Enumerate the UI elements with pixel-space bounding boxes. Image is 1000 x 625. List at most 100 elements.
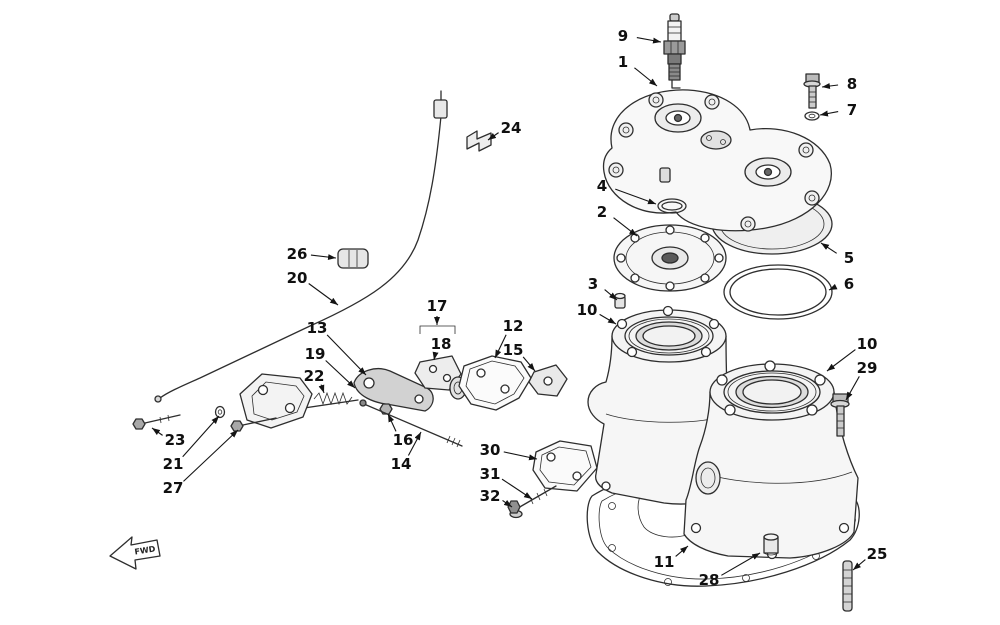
leader-line-12 xyxy=(494,334,507,359)
leader-line-26 xyxy=(310,254,337,261)
exhaust-gasket xyxy=(532,440,598,492)
linkage-bracket xyxy=(239,373,313,429)
leader-line-1 xyxy=(634,67,658,87)
part-label-31: 31 xyxy=(480,465,501,483)
leader-line-3 xyxy=(604,289,618,301)
part-label-3: 3 xyxy=(588,275,598,293)
leader-line-21 xyxy=(182,415,220,458)
stud-nut xyxy=(507,500,521,514)
leader-line-18 xyxy=(432,351,439,361)
leader-line-24 xyxy=(487,132,499,141)
head-o-ring-small xyxy=(657,198,687,214)
right-cylinder xyxy=(683,360,859,560)
leader-line-29 xyxy=(845,376,860,401)
group-bracket-17 xyxy=(419,325,456,334)
part-label-6: 6 xyxy=(844,275,854,293)
part-label-22: 22 xyxy=(304,367,325,385)
part-label-25: 25 xyxy=(867,545,888,563)
part-label-12: 12 xyxy=(503,317,524,335)
part-label-8: 8 xyxy=(847,75,857,93)
part-label-27: 27 xyxy=(163,479,184,497)
head-bolt xyxy=(803,73,821,109)
part-label-10: 10 xyxy=(577,301,598,319)
leader-line-7 xyxy=(819,110,839,117)
leader-line-27 xyxy=(183,429,239,482)
actuator-lever xyxy=(353,368,434,412)
exhaust-port xyxy=(695,461,721,495)
part-label-10: 10 xyxy=(857,335,878,353)
cylinder-head xyxy=(602,89,832,232)
leader-line-32 xyxy=(502,499,513,508)
leader-line-19 xyxy=(325,360,356,389)
leader-line-11 xyxy=(675,545,689,557)
mount-bolt-23 xyxy=(132,414,181,430)
cylinder-ring-left xyxy=(624,316,714,356)
leader-line-4 xyxy=(615,188,657,205)
part-label-7: 7 xyxy=(847,101,857,119)
part-label-23: 23 xyxy=(165,431,186,449)
part-label-11: 11 xyxy=(654,553,675,571)
exhaust-stud xyxy=(507,485,557,519)
part-label-16: 16 xyxy=(393,431,414,449)
leader-line-14 xyxy=(407,431,422,456)
leader-line-16 xyxy=(387,413,397,432)
return-spring xyxy=(313,391,353,406)
part-label-1: 1 xyxy=(618,53,628,71)
spark-plug xyxy=(663,13,686,89)
part-label-4: 4 xyxy=(597,177,607,195)
part-label-5: 5 xyxy=(844,249,854,267)
part-label-30: 30 xyxy=(480,441,501,459)
part-label-20: 20 xyxy=(287,269,308,287)
part-label-15: 15 xyxy=(503,341,524,359)
part-label-14: 14 xyxy=(391,455,412,473)
part-label-24: 24 xyxy=(501,119,522,137)
valve-cover-gasket xyxy=(458,355,532,411)
leader-line-9 xyxy=(636,37,662,44)
leader-line-10 xyxy=(826,349,856,372)
cable-mount xyxy=(337,248,369,269)
link-rod xyxy=(359,399,463,448)
leader-line-6 xyxy=(828,283,838,291)
leader-line-15 xyxy=(522,356,536,372)
cable-clamp xyxy=(466,130,492,152)
leader-line-20 xyxy=(308,283,339,306)
head-cover xyxy=(613,224,727,292)
leader-line-2 xyxy=(613,217,638,237)
part-label-13: 13 xyxy=(307,319,328,337)
leader-line-31 xyxy=(501,478,533,500)
leader-line-30 xyxy=(503,451,538,461)
part-label-26: 26 xyxy=(287,245,308,263)
part-label-9: 9 xyxy=(618,27,628,45)
dowel-pin-3 xyxy=(614,292,626,309)
leader-line-13 xyxy=(326,334,367,376)
part-label-19: 19 xyxy=(305,345,326,363)
base-stud xyxy=(842,560,853,612)
leader-line-23 xyxy=(151,427,163,436)
leader-line-22 xyxy=(318,384,325,394)
washer-21 xyxy=(214,405,226,419)
leader-line-5 xyxy=(820,242,837,254)
leader-line-8 xyxy=(821,83,839,89)
cylinder-bolt xyxy=(830,393,850,437)
part-label-17: 17 xyxy=(427,297,448,315)
leader-line-10 xyxy=(599,313,617,325)
valve-linkage-assembly xyxy=(239,325,568,448)
dowel-pin-28 xyxy=(763,533,779,556)
leader-line-28 xyxy=(721,552,761,576)
pivot-bolt xyxy=(379,403,393,415)
mount-bolt-27 xyxy=(230,417,277,432)
leader-line-25 xyxy=(852,559,866,571)
part-label-28: 28 xyxy=(699,571,720,589)
fwd-label: FWD xyxy=(134,544,156,556)
fwd-arrow: FWD xyxy=(109,536,161,570)
part-label-2: 2 xyxy=(597,203,607,221)
part-label-32: 32 xyxy=(480,487,501,505)
part-label-29: 29 xyxy=(857,359,878,377)
cover-plate xyxy=(414,355,462,391)
part-label-18: 18 xyxy=(431,335,452,353)
head-bolt-washer xyxy=(804,111,820,121)
head-o-ring-large xyxy=(723,264,833,320)
